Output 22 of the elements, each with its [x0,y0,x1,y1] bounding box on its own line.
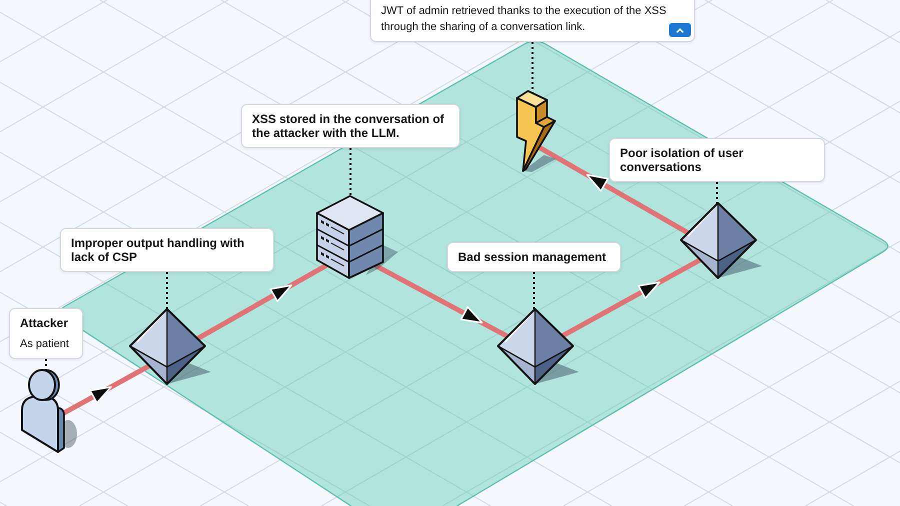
callout-subtitle: As patient [20,337,70,351]
callout [370,0,695,42]
leader-line [716,182,718,204]
leader-line [533,272,535,310]
arrow [538,145,690,236]
arrow [62,364,150,416]
callout-text: Improper output handling with lack of CSP [71,236,246,264]
arrow [196,263,328,341]
callout-text: Poor isolation of user conversations [620,146,744,174]
callout-text: XSS stored in the conversation of the attacker with the LLM. [252,112,446,140]
person-icon [18,368,78,454]
arrow [561,258,702,338]
leader-line [350,148,352,196]
callout-title: Attacker [20,316,70,330]
callout [241,104,460,148]
leader-line [166,272,168,309]
callout [9,308,83,359]
callout-text: JWT of admin retrieved thanks to the execution of the XSS through the sharing of a conversation link. [381,4,668,35]
callout [447,242,621,272]
leader-line [532,42,534,94]
callout-text: Bad session management [458,250,608,264]
arrow [374,263,509,339]
